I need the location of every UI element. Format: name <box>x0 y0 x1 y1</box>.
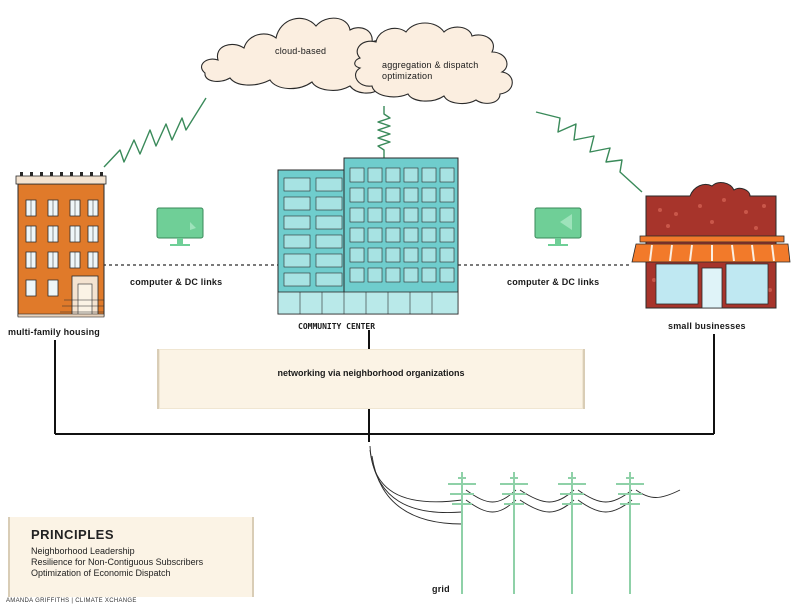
principle-item: Neighborhood Leadership <box>31 546 135 556</box>
cloud-icon <box>201 17 513 105</box>
links-left-label: computer & DC links <box>130 277 223 287</box>
community-center-icon <box>277 157 459 315</box>
principles-list: Neighborhood Leadership Resilience for N… <box>31 546 203 579</box>
links-right-label: computer & DC links <box>507 277 600 287</box>
grid-label: grid <box>432 584 450 594</box>
aggregation-label: aggregation & dispatch optimization <box>382 60 479 81</box>
utility-poles-icon <box>448 472 644 594</box>
housing-label: multi-family housing <box>8 327 101 337</box>
cloud-label: cloud-based <box>275 46 327 56</box>
signal-left-icon <box>103 97 207 168</box>
principles-panel: PRINCIPLES Neighborhood Leadership Resil… <box>8 517 254 597</box>
center-label: COMMUNITY CENTER <box>298 322 376 331</box>
signal-right-icon <box>535 111 643 193</box>
principles-title: PRINCIPLES <box>31 527 115 542</box>
network-panel: networking via neighborhood organization… <box>157 349 585 409</box>
business-label: small businesses <box>668 321 746 331</box>
computer-right-icon <box>534 207 582 246</box>
principle-item: Optimization of Economic Dispatch <box>31 568 171 578</box>
signal-center-icon <box>377 106 391 160</box>
computer-left-icon <box>156 207 204 246</box>
multi-family-housing-icon <box>15 172 107 318</box>
small-business-icon <box>631 182 791 309</box>
principle-item: Resilience for Non-Contiguous Subscriber… <box>31 557 204 567</box>
network-label: networking via neighborhood organization… <box>277 368 465 378</box>
credit-line: AMANDA GRIFFITHS | CLIMATE XCHANGE <box>6 598 137 604</box>
